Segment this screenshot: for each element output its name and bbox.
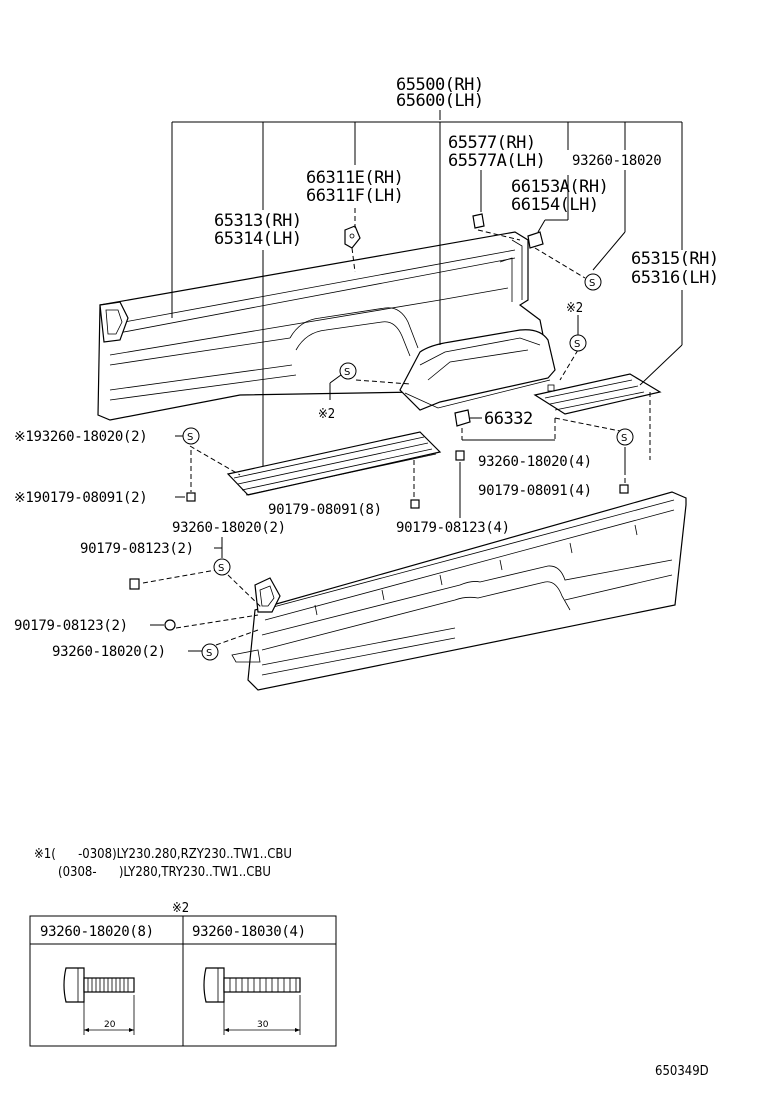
s-symbol-right: S [616, 428, 634, 446]
label-65600: 65600(LH) [396, 91, 484, 111]
label-left-93260: ※193260-18020(2) [14, 429, 147, 445]
label-66311e: 66311E(RH) [306, 168, 403, 188]
svg-text:S: S [621, 433, 627, 444]
bolt-30-icon [203, 967, 301, 1035]
bolt-table: ※2 93260-18020(8) 93260-18030(4) 20 [29, 901, 337, 1047]
clip-lower-1 [129, 578, 140, 590]
s-symbol-mark2: S [569, 334, 587, 352]
label-mid-90179-08123: 90179-08123(2) [80, 541, 194, 557]
bolt-20-icon [63, 967, 135, 1035]
floor-plate-right [533, 373, 662, 415]
footnote-line-2: (0308- )LY280,TRY230..TW1..CBU [58, 865, 271, 880]
label-left-90179: ※190179-08091(2) [14, 490, 147, 506]
s-symbol-mid: S [213, 558, 231, 576]
label-65500: 65500(RH) [396, 75, 484, 95]
label-low-93260-2: 93260-18020(2) [52, 644, 166, 660]
svg-text:S: S [589, 278, 595, 289]
nut-bed-2 [455, 450, 465, 461]
label-65315: 65315(RH) [631, 249, 719, 269]
bracket-66311 [344, 225, 361, 249]
svg-text:S: S [218, 563, 224, 574]
label-66311f: 66311F(LH) [306, 186, 403, 206]
svg-text:S: S [344, 367, 350, 378]
part-labels: 65500(RH) 65600(LH) 65577(RH) 65577A(LH)… [14, 75, 719, 660]
label-right-90179-4: 90179-08091(4) [478, 483, 592, 499]
s-symbols: S S S S S S S [182, 273, 634, 661]
s-symbol-low: S [201, 643, 219, 661]
label-93260-top: 93260-18020 [572, 153, 661, 169]
bolt-col1-dimension: 20 [104, 1020, 116, 1030]
label-65577a: 65577A(LH) [448, 151, 545, 171]
clip-66153a [527, 231, 544, 249]
footnote-line-1: ※1( -0308)LY230.280,RZY230..TW1..CBU [34, 847, 292, 862]
label-bed-90179-08123: 90179-08123(4) [396, 520, 510, 536]
svg-text:S: S [187, 432, 193, 443]
label-right-93260-4: 93260-18020(4) [478, 454, 592, 470]
nut-bed-1 [410, 499, 420, 509]
bumper-66332 [454, 409, 471, 427]
bolt-col2-dimension: 30 [257, 1020, 269, 1030]
s-symbol-left: S [182, 427, 200, 445]
bolt-col1-header: 93260-18020(8) [40, 924, 154, 940]
side-panel-lower [231, 491, 687, 691]
footnote: ※1( -0308)LY230.280,RZY230..TW1..CBU (03… [34, 847, 292, 880]
floor-plate-left [226, 431, 442, 496]
label-65313: 65313(RH) [214, 211, 302, 231]
nut-right-1 [619, 484, 629, 494]
s-symbol-top-right: S [584, 273, 602, 291]
label-mid-93260-2: 93260-18020(2) [172, 520, 286, 536]
wheel-housing [399, 329, 556, 411]
label-65314: 65314(LH) [214, 229, 302, 249]
label-mark2-a: ※2 [566, 301, 583, 316]
label-66154: 66154(LH) [511, 195, 599, 215]
diagram-id: 650349D [655, 1064, 709, 1079]
label-65577: 65577(RH) [448, 133, 536, 153]
label-mark2-b: ※2 [318, 407, 335, 422]
svg-text:S: S [206, 648, 212, 659]
label-66153a: 66153A(RH) [511, 177, 608, 197]
label-low-90179-08123: 90179-08123(2) [14, 618, 128, 634]
bolt-col2-header: 93260-18030(4) [192, 924, 306, 940]
clip-65577 [472, 213, 485, 229]
svg-text:S: S [574, 339, 580, 350]
s-symbol-wheel: S [339, 362, 357, 380]
bolt-table-title: ※2 [172, 901, 189, 916]
clip-lower-2 [164, 619, 176, 631]
leader-lines [142, 110, 683, 652]
label-65316: 65316(LH) [631, 268, 719, 288]
label-bed-90179-08091: 90179-08091(8) [268, 502, 382, 518]
nut-left-1 [186, 492, 196, 502]
label-66332: 66332 [484, 409, 533, 429]
